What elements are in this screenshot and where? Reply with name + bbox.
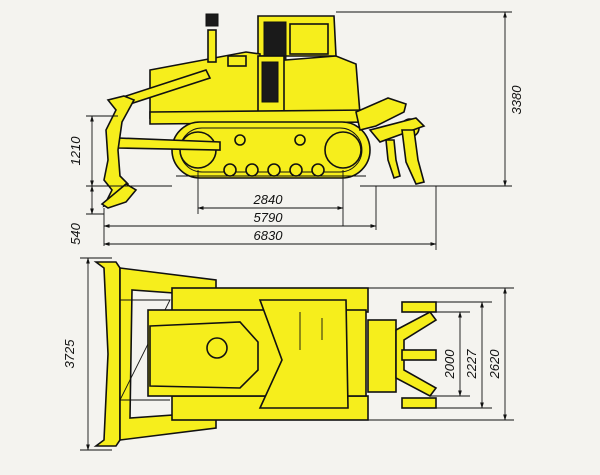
ripper-frame bbox=[355, 97, 407, 131]
side-view bbox=[100, 13, 426, 209]
blade-tip bbox=[100, 183, 138, 209]
exhaust-stack bbox=[207, 29, 217, 63]
top-ripper-bar bbox=[395, 310, 438, 398]
exhaust-cap bbox=[205, 13, 219, 27]
cab-side-panel bbox=[289, 23, 329, 55]
top-ripper-shank-3 bbox=[401, 397, 437, 409]
top-blade bbox=[93, 261, 121, 447]
top-push-frame bbox=[119, 267, 217, 441]
top-view bbox=[93, 261, 438, 447]
label-blade-height: 1210 bbox=[68, 136, 83, 166]
label-blade-drop: 540 bbox=[68, 222, 83, 244]
cab-door-window bbox=[261, 61, 279, 103]
ripper-shank bbox=[401, 129, 425, 185]
label-ripper-width: 2227 bbox=[464, 349, 479, 380]
top-ripper-shank-2 bbox=[401, 349, 437, 361]
label-blade-width: 3725 bbox=[62, 339, 77, 369]
top-exhaust bbox=[206, 337, 228, 359]
top-ripper-shank-1 bbox=[401, 301, 437, 313]
dimension-lines bbox=[80, 11, 514, 451]
label-height-total: 3380 bbox=[509, 85, 524, 115]
dimension-labels: 3380 1210 540 2840 5790 6830 3725 2000 2… bbox=[62, 85, 524, 380]
air-intake bbox=[227, 55, 247, 67]
label-length-total: 6830 bbox=[254, 228, 284, 243]
top-engine bbox=[149, 321, 259, 389]
ripper-shank-2 bbox=[385, 139, 401, 180]
label-overall-width: 2620 bbox=[487, 349, 502, 380]
label-length-no-ripper: 5790 bbox=[254, 210, 284, 225]
label-track-gauge: 2000 bbox=[442, 349, 457, 380]
label-track-length: 2840 bbox=[253, 192, 284, 207]
top-ripper-mount bbox=[367, 319, 397, 393]
ripper-beam bbox=[368, 117, 426, 143]
